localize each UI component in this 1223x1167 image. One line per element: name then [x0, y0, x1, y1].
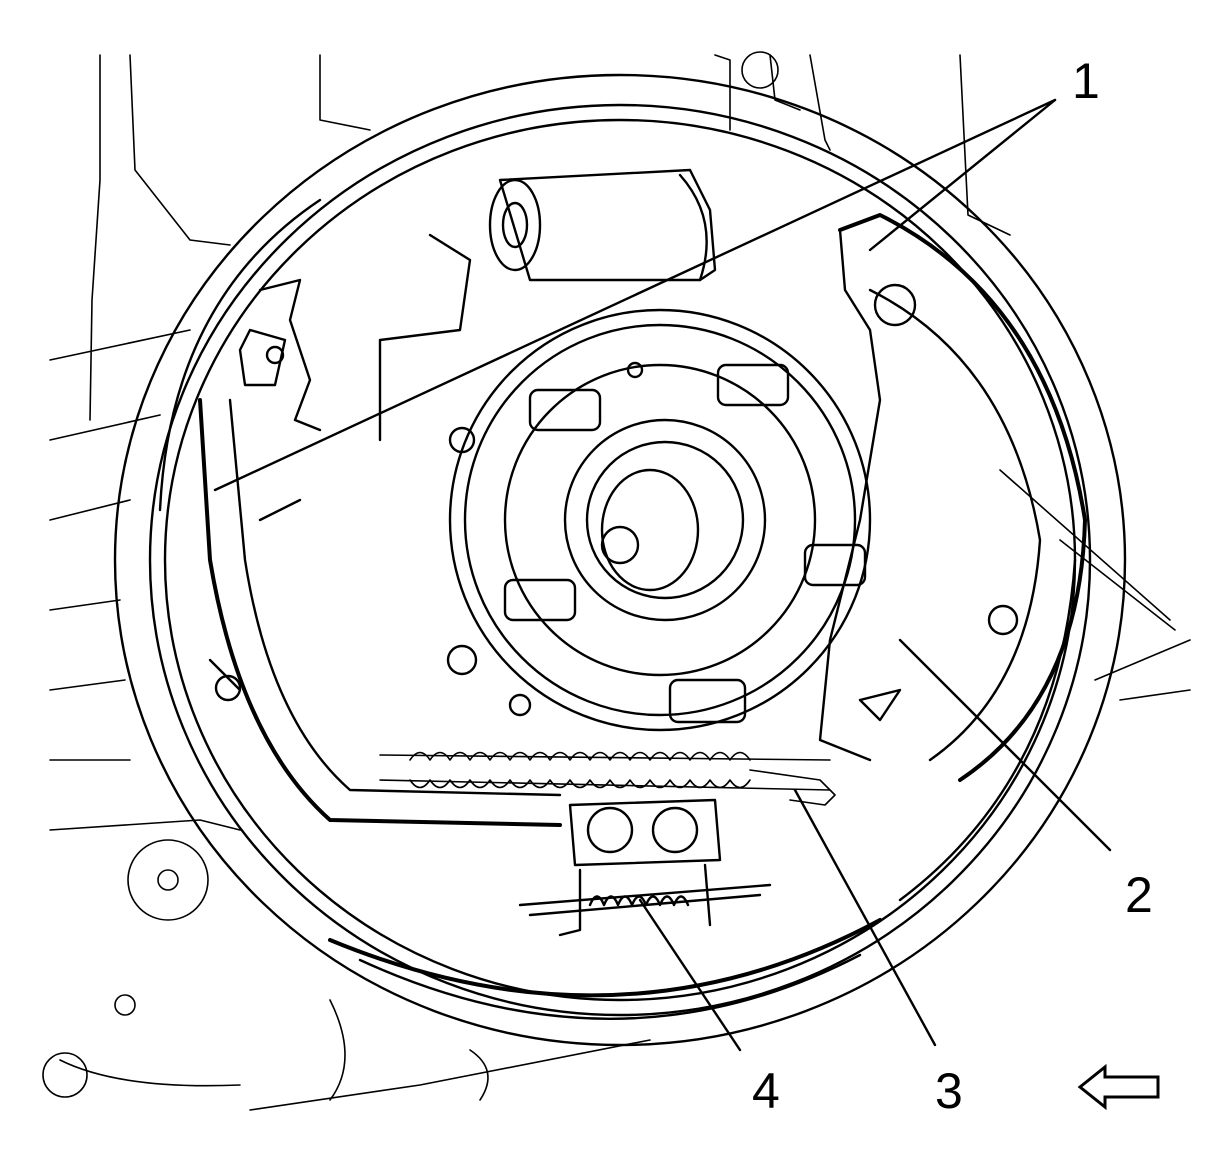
adjuster-spring [379, 751, 836, 806]
vehicle-structure [42, 51, 1191, 1111]
backing-plate [113, 73, 1127, 1047]
leader-line-1a [213, 98, 1057, 492]
leader-line-2 [898, 638, 1112, 852]
callout-2: 2 [1125, 867, 1153, 923]
right-brake-shoe [818, 213, 1087, 782]
wheel-cylinder [488, 168, 717, 282]
callout-3: 3 [935, 1063, 963, 1119]
axle-hub [378, 233, 872, 732]
left-brake-shoe [198, 278, 562, 827]
leader-line-3 [793, 788, 937, 1047]
leader-lines [213, 98, 1112, 1052]
lower-return-spring [518, 798, 772, 937]
left-arrow-icon [1077, 1063, 1160, 1111]
callout-1: 1 [1072, 53, 1100, 109]
leader-line-4 [638, 898, 742, 1052]
leader-line-1b [868, 98, 1057, 252]
callout-4: 4 [752, 1063, 780, 1119]
